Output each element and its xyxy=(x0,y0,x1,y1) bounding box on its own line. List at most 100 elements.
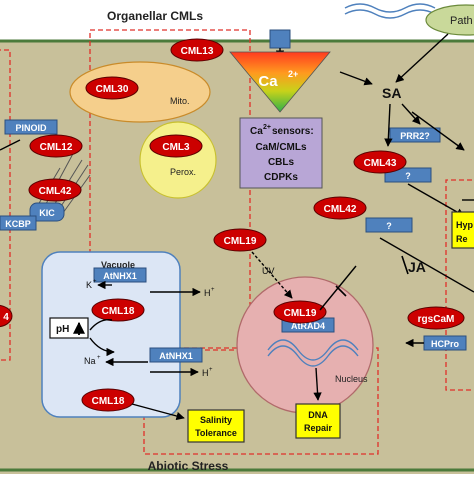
atnhx1-bottom-box xyxy=(149,347,203,363)
cml12-label: CML12 xyxy=(40,142,73,153)
na-ion-sup: + xyxy=(97,355,101,361)
ja-inhibit-bar xyxy=(401,255,409,275)
kcbp-box xyxy=(0,215,37,231)
k-ion-label: K xyxy=(86,280,92,290)
cml18-bottom-label: CML18 xyxy=(92,396,125,407)
dna-line-1: DNA xyxy=(308,410,328,420)
hyp-line-1: Hyp xyxy=(456,220,474,230)
dna-strand-1 xyxy=(267,339,359,361)
cml18-vacuole-oval: CML18 xyxy=(91,298,145,322)
ja-label: JA xyxy=(408,259,426,275)
atrad4-label: AtRAD4 xyxy=(291,321,325,331)
cml12-oval: CML12 xyxy=(29,134,83,158)
h-ion-sup-2: + xyxy=(209,367,213,373)
cml18-to-salinity-arrow xyxy=(131,403,185,421)
pathogen-label: Path xyxy=(450,15,473,27)
hyp-line-2: Re xyxy=(456,234,468,244)
cml30-label: CML30 xyxy=(96,84,129,95)
sa-label: SA xyxy=(382,85,401,101)
left-edge-line xyxy=(0,139,21,151)
perox-label: Perox. xyxy=(170,167,196,177)
ph-curve-top xyxy=(89,319,113,331)
cml13-oval: CML13 xyxy=(170,38,224,62)
pinoid-label: PINOID xyxy=(15,123,47,133)
atnhx1-bottom-label: AtNHX1 xyxy=(159,351,193,361)
pathogen-squiggle-2 xyxy=(344,9,436,19)
calcium-sensors-box xyxy=(239,117,323,189)
prr2-label: PRR2? xyxy=(400,131,430,141)
salinity-line-1: Salinity xyxy=(200,415,232,425)
salinity-tolerance-box xyxy=(187,409,245,443)
pinoid-box xyxy=(4,119,58,135)
pathogen-to-sa-arrow xyxy=(395,33,449,83)
cml30-oval: CML30 xyxy=(85,76,139,100)
left-partial-oval: 4 xyxy=(0,304,13,328)
question-label-1: ? xyxy=(405,171,411,181)
cml42-left-oval: CML42 xyxy=(28,178,82,202)
calcium-gradient-triangle xyxy=(229,51,331,113)
question-box-2 xyxy=(365,217,413,233)
hyp-response-box xyxy=(451,211,474,249)
rgscam-oval: rgsCaM xyxy=(407,306,465,330)
cml42-right-oval: CML42 xyxy=(313,196,367,220)
vacuole-label: Vacuole xyxy=(101,260,135,270)
right-dashed-region xyxy=(445,179,474,391)
cml42-left-label: CML42 xyxy=(39,186,72,197)
sa-to-prr2-arrow xyxy=(401,103,421,125)
cml19-nucleus-oval: CML19 xyxy=(273,300,327,324)
hcpro-label: HCPro xyxy=(431,339,460,349)
cml19-top-label: CML19 xyxy=(224,236,257,247)
kic-label: KIC xyxy=(39,208,55,218)
ph-label: pH xyxy=(56,324,69,335)
sa-to-cml43-arrow xyxy=(384,103,393,147)
rgscam-label: rgsCaM xyxy=(418,314,455,325)
na-ion-label: Na xyxy=(84,356,96,366)
ja-pathway-line xyxy=(379,237,474,293)
peroxisome xyxy=(139,121,217,199)
dna-strand-2 xyxy=(267,345,359,367)
vacuole xyxy=(41,251,181,418)
calcium-symbol: Ca xyxy=(258,73,278,90)
left-dashed-region xyxy=(0,49,11,361)
kcbp-label: KCBP xyxy=(5,219,31,229)
abiotic-stress-heading: Abiotic Stress xyxy=(148,459,229,473)
h-ion-label-2: H xyxy=(202,368,209,378)
cml19-nucleus-label: CML19 xyxy=(284,308,317,319)
organellar-cmls-heading: Organellar CMLs xyxy=(107,9,203,23)
cml3-oval: CML3 xyxy=(149,134,203,158)
pathogen-ellipse xyxy=(425,4,474,36)
sensor-cbls: CBLs xyxy=(268,157,295,168)
cml13-label: CML13 xyxy=(181,46,214,57)
kic-box xyxy=(29,202,65,222)
cml19-top-oval: CML19 xyxy=(213,228,267,252)
ja-nucleus-inhibit-bar xyxy=(335,285,347,297)
sensor-cam-cmls: CaM/CMLs xyxy=(255,142,307,153)
salinity-line-2: Tolerance xyxy=(195,428,237,438)
cml43-to-hyp-arrow xyxy=(407,183,465,217)
dna-repair-box xyxy=(295,403,341,439)
prr2-box xyxy=(389,127,441,143)
nucleus-label: Nucleus xyxy=(335,374,368,384)
uv-to-nucleus-arrow xyxy=(251,251,293,299)
sensors-title-sup: 2+ xyxy=(263,124,271,131)
cml42-right-label: CML42 xyxy=(324,204,357,215)
ph-curve-bottom xyxy=(89,337,115,357)
nucleus-to-dna-arrow xyxy=(313,367,322,401)
sa-to-right-arrow xyxy=(411,111,465,151)
calcium-to-sa-arrow xyxy=(339,71,373,86)
h-ion-sup-1: + xyxy=(211,287,215,293)
question-label-2: ? xyxy=(386,221,392,231)
sensors-title-ca: Ca xyxy=(250,126,263,137)
atnhx1-top-label: AtNHX1 xyxy=(103,271,137,281)
sensor-cdpks: CDPKs xyxy=(264,172,298,183)
pathogen-squiggle-1 xyxy=(344,3,436,13)
cml18-vacuole-label: CML18 xyxy=(102,306,135,317)
cml43-label: CML43 xyxy=(364,158,397,169)
sensors-title-rest: sensors: xyxy=(272,126,314,137)
mito-label: Mito. xyxy=(170,96,190,106)
dna-line-2: Repair xyxy=(304,423,333,433)
h-ion-label-1: H xyxy=(204,288,211,298)
question-box-1 xyxy=(384,167,432,183)
